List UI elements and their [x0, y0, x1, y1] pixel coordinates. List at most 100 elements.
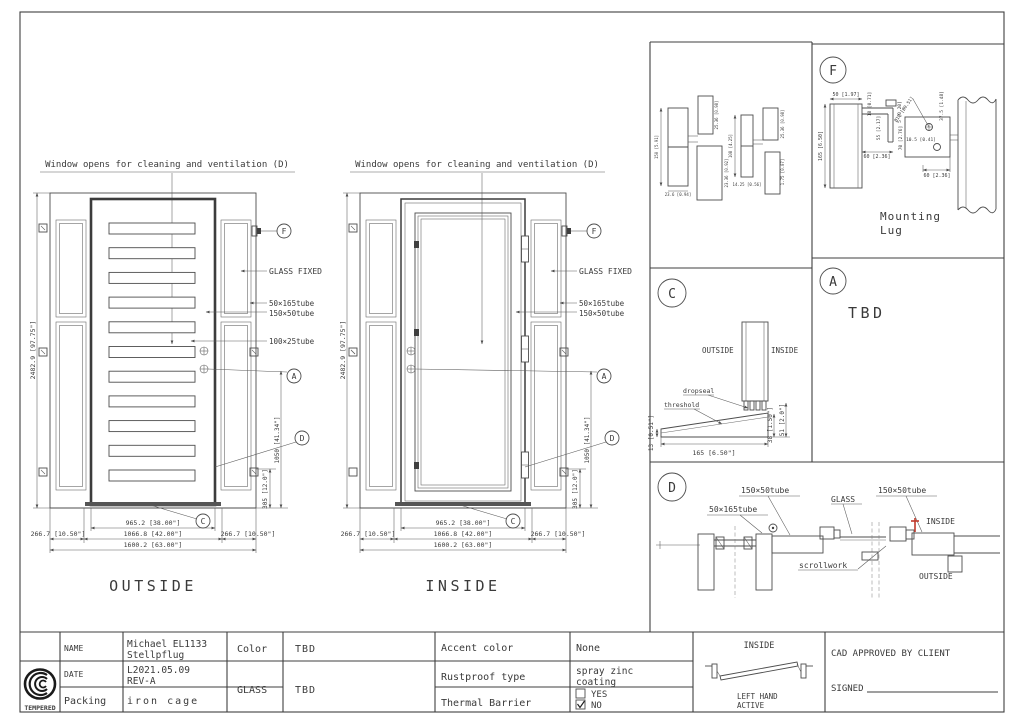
window-note: Window opens for cleaning and ventilatio… — [355, 160, 599, 170]
svg-text:1600.2 [63.00"]: 1600.2 [63.00"] — [434, 541, 493, 549]
svg-text:Ø13 [Ø0.51]: Ø13 [Ø0.51] — [892, 95, 915, 123]
inside-left-sidelight — [365, 219, 397, 491]
svg-text:1600.2 [63.00"]: 1600.2 [63.00"] — [124, 541, 183, 549]
svg-text:D: D — [610, 434, 615, 443]
svg-text:Stellpflug: Stellpflug — [127, 650, 184, 661]
tube-sections-detail: 150 [5.91] 23.6 [0.94] 25.36 [0.98] 23.3… — [654, 95, 785, 201]
inside-callouts: GLASS FIXED 50×165tube 150×50tube — [515, 267, 632, 318]
tube-50x165-label: 50×165tube — [579, 299, 625, 308]
d-tube-50x165: 50×165tube — [709, 505, 757, 514]
detail-d-panel: D 150×50tube 50×165tube GLASS 150×50tube… — [656, 472, 1000, 600]
scrollwork-label: scrollwork — [799, 561, 847, 570]
dropseal-teeth — [743, 400, 767, 411]
inside-caption: INSIDE — [425, 577, 500, 595]
svg-text:965.2 [38.00"]: 965.2 [38.00"] — [126, 519, 181, 527]
color-label: Color — [237, 644, 267, 655]
tube-150x50-label: 150×50tube — [579, 309, 625, 318]
outside-door-view: Window opens for cleaning and ventilatio… — [29, 160, 322, 595]
date-value: L2021.05.09 — [127, 665, 190, 676]
detail-f-title: Mounting — [880, 210, 941, 223]
handle-symbols — [406, 346, 416, 374]
tube-50x165-label: 50×165tube — [269, 299, 315, 308]
svg-text:ACTIVE: ACTIVE — [737, 701, 765, 710]
wall-break — [950, 96, 997, 214]
inside-door-view: Window opens for cleaning and ventilatio… — [339, 160, 632, 595]
title-block-grid — [20, 632, 826, 712]
rustproof-label: Rustproof type — [441, 672, 525, 683]
svg-text:266.7 [10.50"]: 266.7 [10.50"] — [221, 530, 276, 538]
outside-left-sidelight — [55, 219, 87, 491]
louver-slats — [108, 222, 196, 482]
approved-label: CAD APPROVED BY CLIENT — [831, 649, 951, 659]
tempered-logo: TEMPERED — [23, 668, 57, 712]
latch-blocks — [414, 241, 419, 469]
accent-color-label: Accent color — [441, 643, 513, 654]
handle-symbols — [199, 346, 209, 374]
svg-text:A: A — [292, 372, 297, 381]
svg-text:13 [0.51"]: 13 [0.51"] — [648, 415, 655, 451]
svg-text:YES: YES — [591, 690, 607, 700]
svg-text:REV-A: REV-A — [127, 676, 156, 687]
outside-callouts: GLASS FIXED 50×165tube 150×50tube 100×25… — [190, 267, 322, 346]
detail-a-text: TBD — [848, 304, 886, 322]
inside-dimensions: 2482.9 [97.75"] 965.2 [38.00"] 266.7 [10… — [339, 192, 598, 553]
detail-c-panel: C OUTSIDE INSIDE dropseal threshold 13 [… — [648, 278, 799, 457]
svg-text:18 [0.71]: 18 [0.71] — [867, 92, 873, 116]
svg-text:60 [2.36]: 60 [2.36] — [923, 173, 950, 179]
glass-fixed-label: GLASS FIXED — [269, 267, 322, 276]
svg-text:150 [5.91]: 150 [5.91] — [654, 135, 659, 159]
glass-label: GLASS — [237, 685, 267, 696]
detail-marker-f: F — [561, 223, 602, 239]
svg-text:25.36 [0.98]: 25.36 [0.98] — [714, 101, 719, 130]
svg-text:70 [2.76]: 70 [2.76] — [898, 126, 904, 150]
detail-marker-f: F — [251, 223, 292, 239]
detail-a-panel: A TBD — [819, 267, 886, 322]
d-plan-linework — [656, 518, 1000, 600]
svg-text:14.25 [0.56]: 14.25 [0.56] — [733, 182, 762, 187]
svg-text:38 [1.50"]: 38 [1.50"] — [767, 407, 774, 443]
thermal-no-checkbox[interactable]: NO — [575, 699, 602, 711]
inside-door-leaf — [400, 198, 526, 506]
svg-text:F: F — [592, 227, 597, 236]
rustproof-value: spray zinc — [576, 666, 633, 677]
tube-150x50-label: 150×50tube — [269, 309, 315, 318]
color-value: TBD — [295, 644, 316, 655]
thermal-yes-checkbox[interactable]: YES — [575, 688, 607, 700]
svg-text:23.6 [0.94]: 23.6 [0.94] — [665, 192, 692, 197]
check-icon — [577, 700, 585, 709]
svg-text:F: F — [282, 227, 287, 236]
svg-text:1066.8 [42.00"]: 1066.8 [42.00"] — [434, 530, 493, 538]
outside-dimensions: 2482.9 [97.75"] 965.2 [38.00"] 266.7 [10… — [29, 192, 288, 553]
svg-text:1050 [41.34"]: 1050 [41.34"] — [584, 417, 591, 464]
svg-text:2482.9 [97.75"]: 2482.9 [97.75"] — [339, 321, 347, 380]
svg-text:C: C — [511, 517, 516, 526]
svg-text:50 [1.97]: 50 [1.97] — [832, 92, 859, 98]
svg-text:305 [12.0"]: 305 [12.0"] — [572, 469, 579, 509]
detail-f-panel: F 50 [1.97] 165 [6.50] 18 [0.71] 55 [2.1… — [818, 56, 997, 237]
swing-leaf — [719, 661, 799, 681]
svg-text:2482.9 [97.75"]: 2482.9 [97.75"] — [29, 321, 37, 380]
sheet-border — [19, 11, 1005, 713]
svg-text:A: A — [602, 372, 607, 381]
wall-anchor-icon — [38, 223, 259, 477]
tempered-label: TEMPERED — [24, 704, 55, 712]
svg-text:NO: NO — [591, 701, 602, 711]
packing-label: Packing — [64, 696, 106, 707]
name-label: NAME — [64, 644, 83, 653]
tube-100x25-label: 100×25tube — [269, 337, 315, 346]
c-outside-label: OUTSIDE — [702, 346, 734, 355]
outside-caption: OUTSIDE — [109, 577, 197, 595]
svg-text:266.7 [10.50"]: 266.7 [10.50"] — [341, 530, 396, 538]
svg-text:1066.8 [42.00"]: 1066.8 [42.00"] — [124, 530, 183, 538]
svg-text:60 [2.36]: 60 [2.36] — [863, 154, 890, 160]
detail-marker-d: D — [214, 430, 310, 468]
svg-text:108 [4.25]: 108 [4.25] — [728, 134, 733, 158]
approval-block: CAD APPROVED BY CLIENT SIGNED — [831, 649, 998, 694]
date-label: DATE — [64, 670, 83, 679]
svg-text:55 [2.17]: 55 [2.17] — [876, 116, 882, 140]
outside-right-sidelight — [220, 219, 252, 491]
detail-marker-d: D — [524, 430, 620, 468]
svg-text:D: D — [668, 481, 676, 496]
svg-text:305 [12.0"]: 305 [12.0"] — [262, 469, 269, 509]
